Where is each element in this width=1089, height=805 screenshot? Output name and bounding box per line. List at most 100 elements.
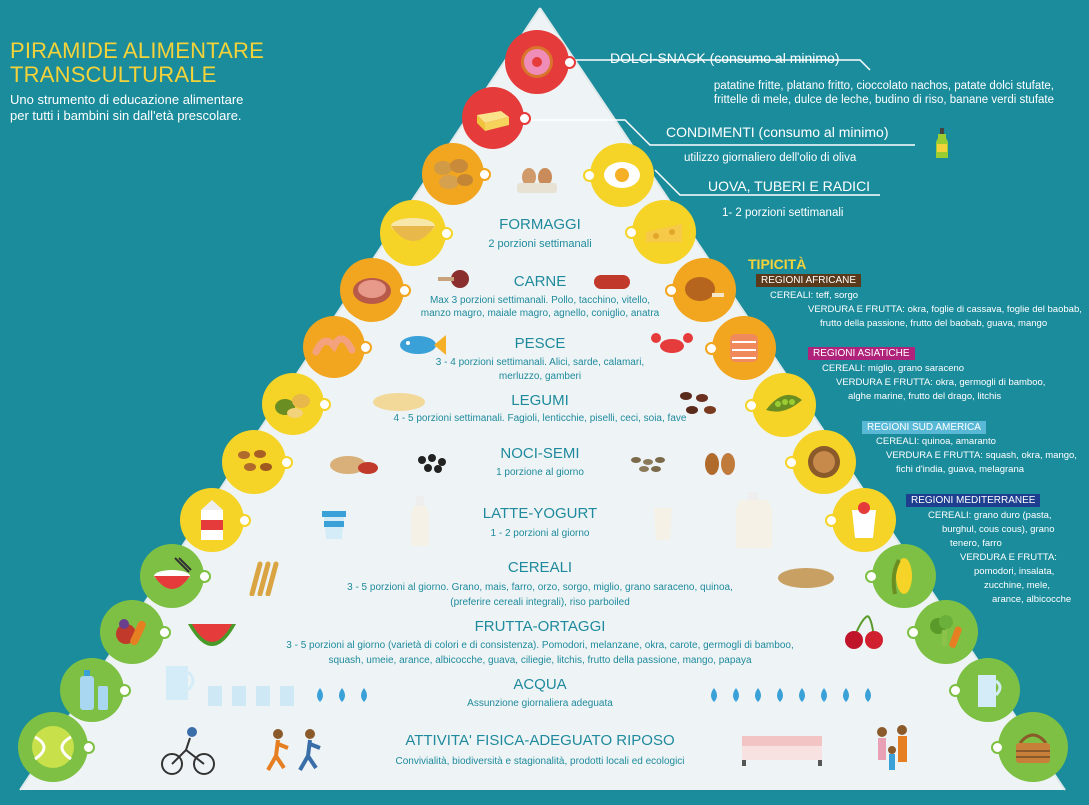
cereali-desc-line-1: 3 - 5 porzioni al giorno. Grano, mais, f…	[347, 582, 733, 593]
olive-oil-icon	[935, 128, 949, 160]
tipicita-heading: TIPICITÀ	[748, 256, 807, 272]
broccoli-icon	[907, 600, 978, 664]
chickpeas-icon	[372, 390, 426, 412]
beans-icon	[676, 388, 720, 418]
potatoes-icon	[422, 143, 491, 205]
tennis-ball-icon	[18, 712, 95, 782]
water-drops-right-icon	[706, 686, 886, 704]
grains-icon	[776, 560, 836, 590]
sud-line-3: fichi d'india, guava, melagrana	[896, 464, 1025, 475]
water-jug-icon	[949, 658, 1020, 722]
cheese-bowl-icon	[380, 200, 453, 266]
med-line-2: burghul, cous cous), grano	[942, 524, 1055, 535]
salami-icon	[436, 268, 476, 290]
pesce-title: PESCE	[514, 335, 566, 352]
uova-title: UOVA, TUBERI E RADICI	[708, 178, 871, 194]
frutta-desc-line-2: squash, umeie, arance, albicocche, guava…	[328, 655, 752, 666]
noci-desc: 1 porzione al giorno	[496, 467, 584, 478]
milk-bottle-icon	[408, 494, 432, 548]
yogurt-cup-icon	[825, 488, 896, 552]
picnic-basket-icon	[991, 712, 1068, 782]
peas-icon	[745, 373, 816, 437]
subtitle-line-2: per tutti i bambini sin dall'età prescol…	[10, 108, 242, 123]
africa-line-1: CEREALI: teff, sorgo	[770, 290, 859, 301]
shrimp-icon	[303, 316, 372, 378]
med-line-6: zucchine, mele,	[984, 580, 1051, 591]
chicken-leg-icon	[665, 258, 736, 322]
peanuts-icon	[328, 452, 382, 478]
formaggi-desc: 2 porzioni settimanali	[488, 238, 592, 250]
med-line-4: VERDURA E FRUTTA:	[960, 552, 1057, 563]
noci-title: NOCI-SEMI	[500, 445, 580, 462]
formaggi-title: FORMAGGI	[499, 216, 581, 233]
watermelon-icon	[186, 620, 238, 656]
cereali-desc-line-2: (preferire cereali integrali), riso parb…	[450, 597, 630, 608]
med-line-5: pomodori, insalata,	[974, 566, 1055, 577]
milk-jug-icon	[734, 490, 778, 550]
vegetables-icon	[262, 373, 331, 435]
title-line-2: TRANSCULTURALE	[10, 62, 217, 87]
almonds-icon	[222, 430, 293, 494]
dolci-desc-line-1: patatine fritte, platano fritto, cioccol…	[713, 80, 1054, 92]
corn-icon	[865, 544, 936, 608]
eggs-icon	[515, 165, 559, 195]
latte-desc: 1 - 2 porzioni al giorno	[490, 528, 590, 539]
asia-line-1: CEREALI: miglio, grano saraceno	[822, 363, 965, 374]
sausage-icon	[592, 272, 632, 292]
runners-icon	[262, 728, 328, 774]
africa-line-3: frutto della passione, frutto del baobab…	[820, 318, 1048, 329]
attivita-desc: Convivialità, biodiversità e stagionalit…	[395, 756, 685, 767]
africa-region-label: REGIONI AFRICANE	[756, 274, 862, 287]
vegetables-basket-icon	[100, 600, 171, 664]
rice-bowl-icon	[140, 544, 211, 608]
butter-icon	[462, 87, 531, 149]
cherries-icon	[838, 612, 890, 652]
water-drops-left-icon	[312, 686, 376, 704]
pesce-desc-line-2: merluzzo, gamberi	[498, 371, 582, 382]
title-line-1: PIRAMIDE ALIMENTARE	[10, 38, 264, 63]
frutta-desc-line-1: 3 - 5 porzioni al giorno (varietà di col…	[286, 640, 794, 651]
legumi-desc: 4 - 5 porzioni settimanali. Fagioli, len…	[393, 413, 687, 424]
fish-icon	[396, 333, 446, 357]
asia-line-2: VERDURA E FRUTTA: okra, germogli di bamb…	[836, 377, 1046, 388]
mediterranee-region-label: REGIONI MEDITERRANEE	[906, 494, 1041, 507]
donut-icon	[505, 30, 576, 94]
condimenti-title: CONDIMENTI (consumo al minimo)	[666, 124, 889, 140]
milk-carton-icon	[180, 488, 251, 552]
carne-desc-line-2: manzo magro, maiale magro, agnello, coni…	[420, 308, 660, 319]
attivita-title: ATTIVITA' FISICA-ADEGUATO RIPOSO	[405, 732, 675, 749]
med-line-3: tenero, farro	[950, 538, 1002, 549]
water-bottle-left-icon	[60, 658, 131, 722]
cyclist-icon	[160, 724, 216, 776]
carne-desc-line-1: Max 3 porzioni settimanali. Pollo, tacch…	[429, 295, 651, 306]
med-line-1: CEREALI: grano duro (pasta,	[928, 510, 1052, 521]
dolci-title: DOLCI-SNACK (consumo al minimo)	[610, 50, 840, 66]
acqua-desc: Assunzione giornaliera adeguata	[467, 698, 613, 709]
carne-title: CARNE	[513, 273, 567, 290]
pesce-desc-line-1: 3 - 4 porzioni settimanali. Alici, sarde…	[435, 357, 645, 368]
crab-icon	[650, 330, 694, 356]
sesame-seeds-icon	[414, 452, 452, 474]
pumpkin-seeds-icon	[628, 452, 668, 474]
yogurt-icon	[318, 507, 350, 541]
water-pitcher-icon	[160, 660, 200, 704]
legumi-title: LEGUMI	[511, 392, 569, 409]
latte-title: LATTE-YOGURT	[482, 505, 598, 522]
subtitle-line-1: Uno strumento di educazione alimentare	[10, 92, 244, 107]
med-line-7: arance, albicocche	[992, 594, 1072, 605]
walnut-icon	[785, 430, 856, 494]
ham-icon	[340, 258, 411, 322]
water-glasses-icon	[206, 684, 296, 708]
milk-glass-icon	[652, 506, 674, 542]
asia-region-label: REGIONI ASIATICHE	[808, 347, 915, 360]
family-icon	[872, 724, 916, 778]
acqua-title: ACQUA	[513, 676, 567, 693]
uova-desc: 1- 2 porzioni settimanali	[722, 207, 844, 219]
wheat-icon	[246, 560, 286, 596]
sud-america-region-label: REGIONI SUD AMERICA	[862, 421, 986, 434]
fried-egg-icon	[583, 143, 654, 207]
cheese-wedge-icon	[625, 200, 696, 264]
dolci-desc-line-2: frittelle di mele, dulce de leche, budin…	[713, 94, 1054, 106]
sud-line-1: CEREALI: quinoa, amaranto	[876, 436, 996, 447]
